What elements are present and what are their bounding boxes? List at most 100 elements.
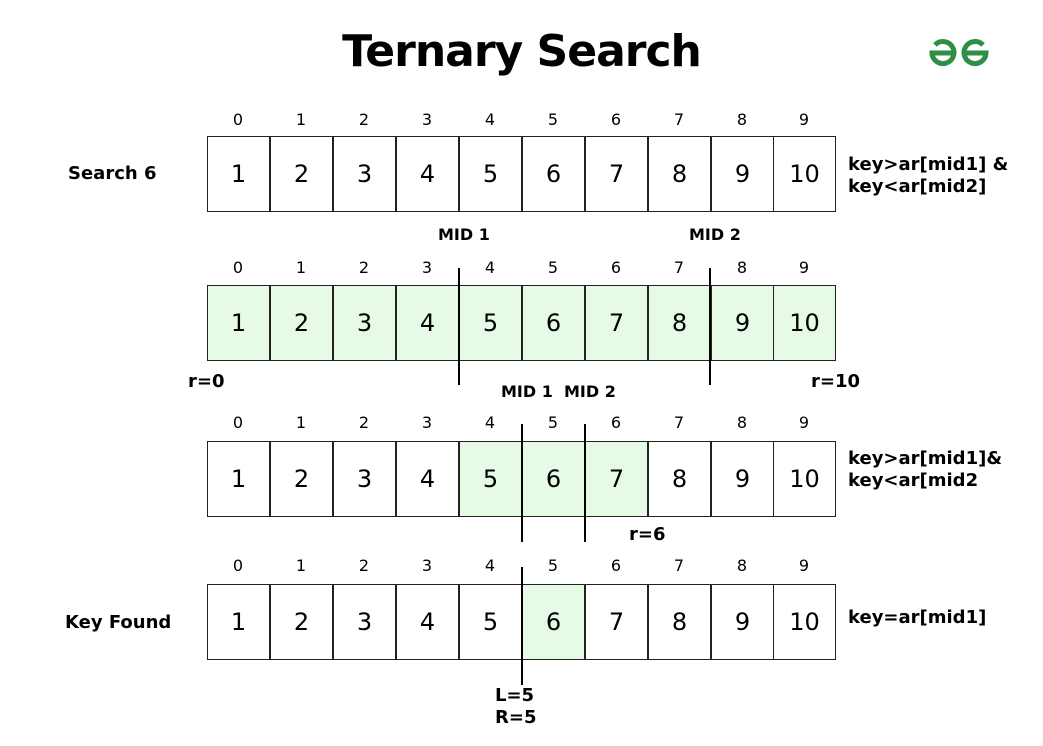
row1-cell-5: 6 [522, 136, 585, 212]
row3-index-0: 0 [232, 413, 244, 432]
row1-index-5: 5 [547, 110, 559, 129]
row2-index-2: 2 [358, 258, 370, 277]
row4-index-0: 0 [232, 556, 244, 575]
row2-index-3: 3 [421, 258, 433, 277]
row2-mid1-line [458, 268, 460, 385]
row4-index-6: 6 [610, 556, 622, 575]
row3-cell-5: 6 [522, 441, 585, 517]
row1-left-label: Search 6 [68, 163, 157, 184]
row1-cell-9: 10 [773, 136, 836, 212]
row2-index-6: 6 [610, 258, 622, 277]
row2-cell-9: 10 [773, 285, 836, 361]
geeksforgeeks-logo-icon [929, 39, 989, 67]
row4-index-3: 3 [421, 556, 433, 575]
row3-index-5: 5 [547, 413, 559, 432]
row1-cell-0: 1 [207, 136, 270, 212]
row3-index-7: 7 [673, 413, 685, 432]
row4-cell-3: 4 [396, 584, 459, 660]
row2-cell-0: 1 [207, 285, 270, 361]
row4-cell-7: 8 [648, 584, 711, 660]
page-title: Ternary Search [342, 26, 702, 77]
row2-index-9: 9 [798, 258, 810, 277]
row4-index-7: 7 [673, 556, 685, 575]
row2-cell-3: 4 [396, 285, 459, 361]
row3-cell-0: 1 [207, 441, 270, 517]
row4-cell-0: 1 [207, 584, 270, 660]
row2-cell-2: 3 [333, 285, 396, 361]
row3-cell-2: 3 [333, 441, 396, 517]
row3-cell-3: 4 [396, 441, 459, 517]
row4-index-1: 1 [295, 556, 307, 575]
row1-cell-2: 3 [333, 136, 396, 212]
row2-index-5: 5 [547, 258, 559, 277]
row3-index-8: 8 [736, 413, 748, 432]
row4-cell-5: 6 [522, 584, 585, 660]
row2-index-7: 7 [673, 258, 685, 277]
row1-cell-8: 9 [711, 136, 774, 212]
row1-cell-6: 7 [585, 136, 648, 212]
row1-cell-3: 4 [396, 136, 459, 212]
row3-index-2: 2 [358, 413, 370, 432]
row4-cell-1: 2 [270, 584, 333, 660]
row1-index-3: 3 [421, 110, 433, 129]
row4-index-4: 4 [484, 556, 496, 575]
row4-cell-8: 9 [711, 584, 774, 660]
row4-mid1-line [521, 567, 523, 685]
row4-bound-l: L=5 [495, 685, 535, 706]
row3-mid1-line [521, 424, 523, 542]
row3-cell-1: 2 [270, 441, 333, 517]
row2-mid2-line [709, 268, 711, 385]
row4-cell-9: 10 [773, 584, 836, 660]
row4-index-9: 9 [798, 556, 810, 575]
row1-index-2: 2 [358, 110, 370, 129]
row1-index-0: 0 [232, 110, 244, 129]
row2-index-1: 1 [295, 258, 307, 277]
row2-left-bound: r=0 [188, 371, 225, 392]
row3-index-1: 1 [295, 413, 307, 432]
row2-index-8: 8 [736, 258, 748, 277]
row1-index-9: 9 [798, 110, 810, 129]
row3-cell-7: 8 [648, 441, 711, 517]
row2-index-4: 4 [484, 258, 496, 277]
row4-note-line1: key=ar[mid1] [848, 607, 987, 628]
row1-index-8: 8 [736, 110, 748, 129]
row2-index-0: 0 [232, 258, 244, 277]
row2-mid1-label: MID 1 [438, 225, 490, 244]
row3-note-line1: key>ar[mid1]& [848, 448, 1003, 469]
row2-cell-6: 7 [585, 285, 648, 361]
row1-index-1: 1 [295, 110, 307, 129]
row1-index-6: 6 [610, 110, 622, 129]
row4-cell-6: 7 [585, 584, 648, 660]
row4-cell-2: 3 [333, 584, 396, 660]
row3-index-4: 4 [484, 413, 496, 432]
row3-note-line2: key<ar[mid2 [848, 470, 979, 491]
row4-cell-4: 5 [459, 584, 522, 660]
row2-mid2-label: MID 2 [689, 225, 741, 244]
row2-cell-5: 6 [522, 285, 585, 361]
row3-mid1-label: MID 1 [501, 382, 553, 401]
row3-index-9: 9 [798, 413, 810, 432]
row3-cell-9: 10 [773, 441, 836, 517]
row2-cell-4: 5 [459, 285, 522, 361]
row4-index-8: 8 [736, 556, 748, 575]
row3-index-6: 6 [610, 413, 622, 432]
row1-index-4: 4 [484, 110, 496, 129]
row4-left-label: Key Found [65, 612, 172, 633]
row3-mid2-label: MID 2 [564, 382, 616, 401]
row2-right-bound: r=10 [811, 371, 861, 392]
row1-cell-7: 8 [648, 136, 711, 212]
row1-cell-1: 2 [270, 136, 333, 212]
row2-cell-7: 8 [648, 285, 711, 361]
row3-cell-6: 7 [585, 441, 648, 517]
row4-index-5: 5 [547, 556, 559, 575]
row3-right-bound: r=6 [629, 524, 666, 545]
row1-index-7: 7 [673, 110, 685, 129]
row1-note-line2: key<ar[mid2] [848, 176, 987, 197]
row3-cell-4: 5 [459, 441, 522, 517]
row3-mid2-line [584, 424, 586, 542]
row3-cell-8: 9 [711, 441, 774, 517]
row1-cell-4: 5 [459, 136, 522, 212]
row3-index-3: 3 [421, 413, 433, 432]
row4-index-2: 2 [358, 556, 370, 575]
row1-note-line1: key>ar[mid1] & [848, 154, 1009, 175]
